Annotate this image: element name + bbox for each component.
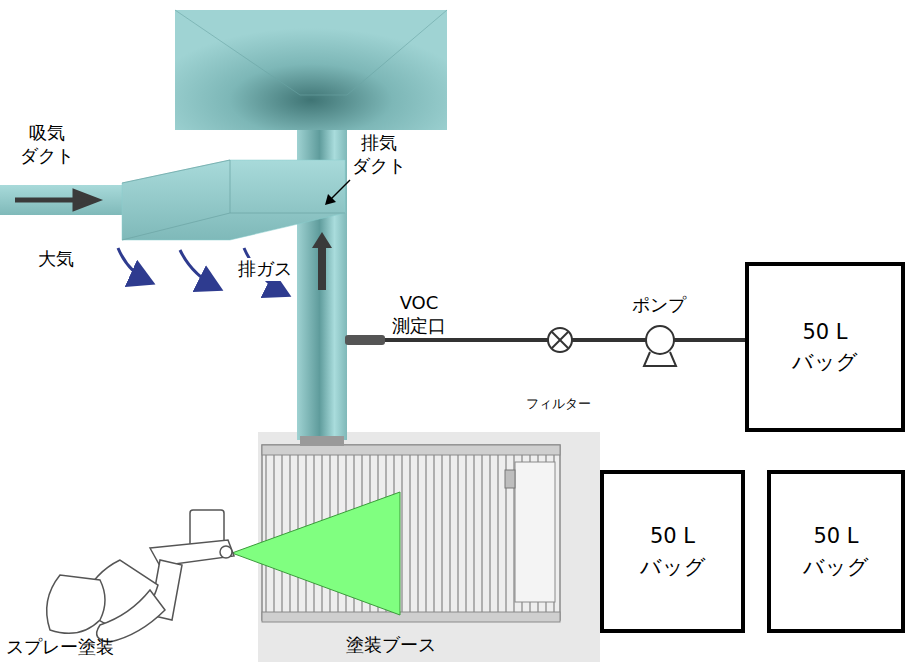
sample-bag: 50 L バッグ	[745, 262, 905, 432]
airflow-arrow	[180, 250, 218, 288]
part-label: ポンプ	[632, 294, 686, 317]
bag-label: 50 L バッグ	[803, 521, 869, 582]
part-label: スプレー塗装	[6, 636, 114, 659]
flow-arrow	[312, 232, 332, 290]
sample-bag: 50 L バッグ	[767, 470, 905, 633]
part-label: 吸気 ダクト	[20, 122, 74, 167]
sampling-port	[345, 335, 385, 345]
intake-duct	[0, 185, 122, 215]
part-label: 排ガス	[236, 258, 294, 281]
airflow-arrow	[118, 248, 150, 282]
bag-label: 50 L バッグ	[792, 317, 858, 378]
pump-symbol	[644, 326, 676, 366]
bag-label: 50 L バッグ	[640, 521, 706, 582]
filter-symbol	[548, 328, 572, 352]
part-label: 排気 ダクト	[352, 132, 406, 177]
exhaust-hood	[175, 10, 447, 130]
spray-gun	[47, 510, 234, 642]
part-label: フィルター	[526, 396, 591, 412]
part-label: 大気	[38, 248, 74, 271]
part-label: VOC 測定口	[392, 292, 446, 337]
flow-arrow	[15, 192, 96, 208]
part-label: 塗装ブース	[346, 634, 436, 657]
spray-cone	[232, 492, 400, 615]
sample-bag: 50 L バッグ	[600, 470, 745, 633]
